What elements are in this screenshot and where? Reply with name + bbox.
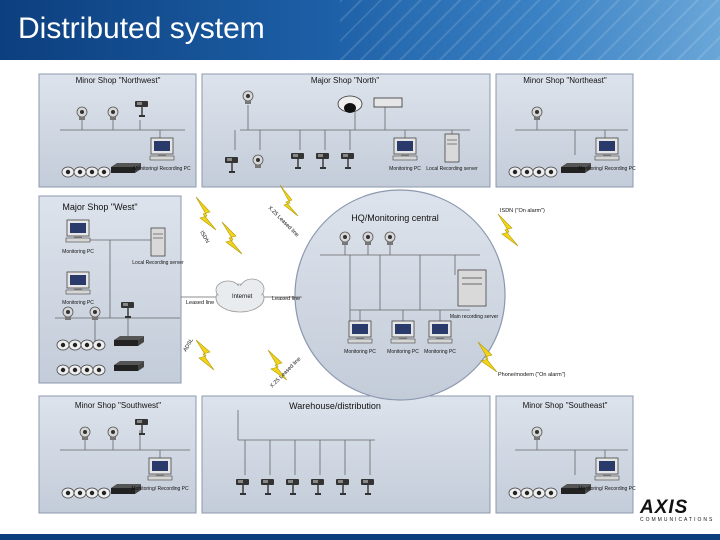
label-leased-left: Leased line [186,300,214,306]
pc-icon [594,137,620,161]
camera-icon [92,339,106,351]
lightning-icon [279,184,299,217]
shop-title-warehouse: Warehouse/distribution [289,401,381,411]
logo-tagline: COMMUNICATIONS [640,517,715,523]
camera-icon [508,166,522,178]
camera-icon [97,166,111,178]
camera-icon [61,487,75,499]
axis-logo: AXIS COMMUNICATIONS [640,497,715,527]
server-icon [150,227,166,257]
label-internet: Internet [232,294,253,300]
camera-icon [85,487,99,499]
camera-icon [61,166,75,178]
camera-icon [56,364,70,376]
camera-icon [520,487,534,499]
title-bar: Distributed system [0,0,720,60]
label-se-pc: Monitoring/ Recording PC [578,486,636,492]
hq-devices [339,231,487,344]
label-hq-server: Main recording server [450,314,499,320]
header-decoration [340,0,720,60]
label-north-pc: Monitoring PC [389,166,421,172]
label-west-pc2: Monitoring PC [62,300,94,306]
pc-icon [390,320,416,344]
camera-icon [532,166,546,178]
camera-icon [92,364,106,376]
internet-cloud-icon [215,278,265,313]
camera-icon [520,166,534,178]
logo-brand: AXIS [640,497,689,518]
label-x25-top: X.25 Leased line [267,205,300,238]
camera-icon [73,166,87,178]
slide-title: Distributed system [18,12,265,45]
label-ne-pc: Monitoring/ Recording PC [578,166,636,172]
shop-title-southeast: Minor Shop "Southeast" [523,401,608,410]
pc-icon [65,219,91,243]
label-x25-bottom: X.25 Leased line [269,356,302,389]
video-server-icon [114,361,144,371]
camera-icon [56,339,70,351]
label-hq-pc3: Monitoring PC [424,349,456,355]
label-west-server: Local Recording server [132,260,184,266]
camera-icon [73,487,87,499]
lightning-icon [267,349,288,381]
video-server-icon [373,97,403,108]
shop-title-northeast: Minor Shop "Northeast" [523,76,607,85]
camera-icon [80,339,94,351]
shop-title-southwest: Minor Shop "Southwest" [75,401,161,410]
camera-icon [532,487,546,499]
camera-icon [80,364,94,376]
lightning-icon [497,213,519,247]
server-icon [444,133,460,163]
camera-icon [544,487,558,499]
label-adsl: ADSL [183,338,195,353]
label-leased-right: Leased line [272,296,300,302]
label-hq-pc1: Monitoring PC [344,349,376,355]
shop-title-north: Major Shop "North" [311,76,380,85]
camera-icon [68,364,82,376]
pc-icon [392,137,418,161]
wireless-links [195,184,519,381]
pc-icon [149,137,175,161]
pc-icon [65,271,91,295]
lightning-icon [221,221,243,255]
camera-icon [508,487,522,499]
label-north-server: Local Recording server [426,166,478,172]
camera-icon [97,487,111,499]
video-server-icon [114,336,144,346]
server-icon [457,269,487,307]
lightning-icon [477,341,498,373]
hq-title: HQ/Monitoring central [351,213,439,223]
shop-title-west: Major Shop "West" [62,202,137,212]
shop-title-northwest: Minor Shop "Northwest" [76,76,161,85]
lightning-icon [195,339,215,371]
label-phone-modem: Phone/modem ("On alarm") [498,372,566,378]
network-lines [55,105,628,475]
label-isdn-left: ISDN [198,230,210,244]
label-nw-pc: Monitoring/ Recording PC [133,166,191,172]
north-devices [224,90,460,174]
lightning-icon [195,196,217,231]
camera-icon [544,166,558,178]
pc-icon [347,320,373,344]
label-hq-pc2: Monitoring PC [387,349,419,355]
pc-icon [594,457,620,481]
camera-icon [85,166,99,178]
pc-icon [147,457,173,481]
label-sw-pc: Monitoring/ Recording PC [131,486,189,492]
footer-bar [0,534,720,540]
label-isdn-right: ISDN ("On alarm") [500,208,545,214]
pc-icon [427,320,453,344]
camera-icon [68,339,82,351]
label-west-pc1: Monitoring PC [62,249,94,255]
